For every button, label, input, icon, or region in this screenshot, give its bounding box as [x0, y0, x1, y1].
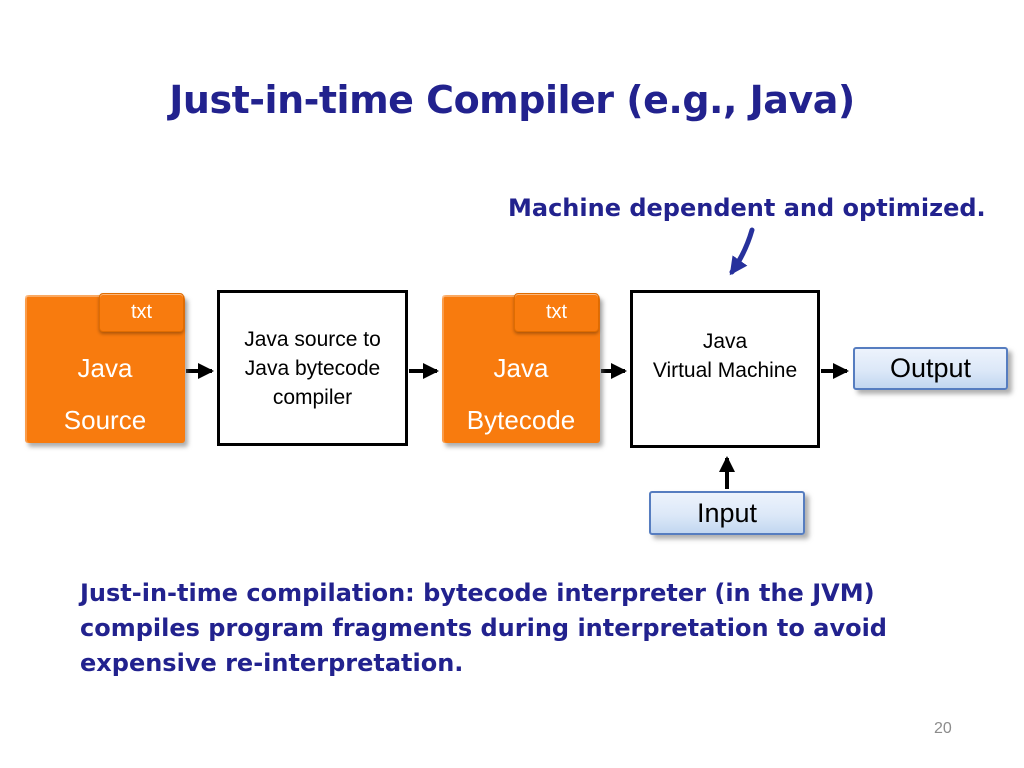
file-tag-label: txt: [545, 301, 568, 323]
node-label-line: compiler: [272, 385, 353, 409]
node-label-line: Bytecode: [466, 405, 576, 435]
node-label: Input: [696, 497, 758, 528]
page-title: Just-in-time Compiler (e.g., Java): [169, 78, 855, 122]
node-java-source: txt Java Source: [25, 293, 185, 443]
node-label-line: Java: [702, 330, 748, 353]
node-label-line: Java: [493, 353, 549, 383]
node-label-line: Source: [63, 405, 147, 435]
annotation-arrow-icon: [729, 227, 755, 276]
node-output: Output: [853, 347, 1008, 390]
file-tag-label: txt: [130, 301, 153, 323]
node-label-line: Virtual Machine: [652, 359, 798, 382]
node-label-line: Java source to: [244, 327, 381, 351]
node-label-line: Java bytecode: [244, 356, 381, 380]
file-tag-txt: txt: [99, 293, 184, 332]
node-label: Output: [889, 353, 972, 383]
node-jvm: Java Virtual Machine: [630, 290, 820, 448]
caption-line: Just-in-time compilation: bytecode inter…: [80, 579, 875, 607]
node-compiler: Java source to Java bytecode compiler: [217, 290, 408, 446]
file-tag-txt: txt: [514, 293, 599, 332]
caption: Just-in-time compilation: bytecode inter…: [80, 576, 887, 681]
page-number: 20: [934, 720, 952, 737]
caption-line: expensive re-interpretation.: [80, 649, 464, 677]
node-input: Input: [649, 491, 805, 535]
node-java-bytecode: txt Java Bytecode: [442, 293, 600, 443]
node-label-line: Java: [77, 353, 133, 383]
annotation-machine-dependent: Machine dependent and optimized.: [508, 194, 986, 222]
caption-line: compiles program fragments during interp…: [80, 614, 887, 642]
